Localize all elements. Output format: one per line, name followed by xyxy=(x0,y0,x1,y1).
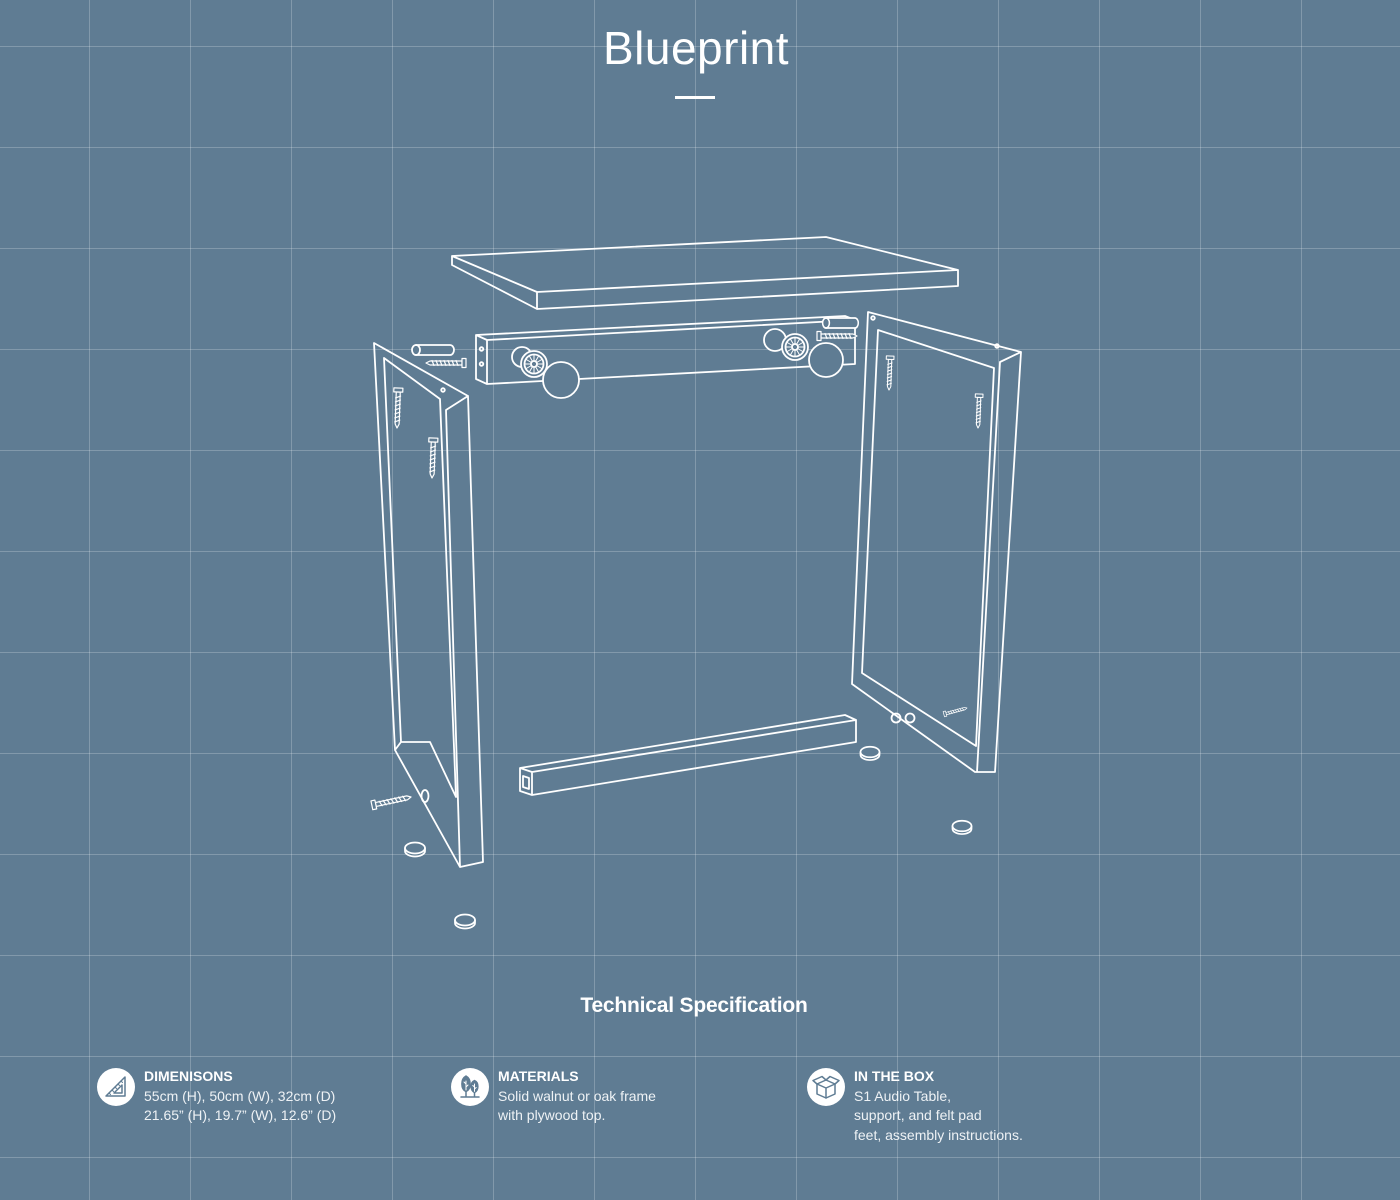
spec-line: Solid walnut or oak frame xyxy=(498,1087,656,1104)
wooden-dowel xyxy=(411,344,455,356)
box-icon xyxy=(807,1068,845,1106)
screw xyxy=(370,791,413,811)
upper-support-rail-outline xyxy=(475,315,856,385)
connector-bolt xyxy=(816,330,858,342)
screw xyxy=(942,704,969,718)
screw xyxy=(884,355,895,391)
cam-ball xyxy=(542,361,580,399)
left-leg-frame-outline xyxy=(373,342,484,868)
frame-hole xyxy=(420,789,430,803)
spec-line: 55cm (H), 50cm (W), 32cm (D) xyxy=(144,1087,336,1104)
spec-title: DIMENISONS xyxy=(144,1068,233,1084)
bottom-rail xyxy=(519,714,857,796)
screw xyxy=(426,436,439,480)
felt-pad xyxy=(951,819,973,835)
trees-icon xyxy=(451,1068,489,1106)
frame-hole xyxy=(890,712,902,724)
cam-housing xyxy=(763,328,787,352)
table-top xyxy=(451,236,959,310)
felt-pad xyxy=(454,913,476,930)
cam-lock-fitting xyxy=(520,350,548,378)
spec-title: MATERIALS xyxy=(498,1068,579,1084)
spec-item-materials: MATERIALS Solid walnut or oak frame with… xyxy=(451,1067,771,1167)
spec-line: 21.65” (H), 19.7” (W), 12.6” (D) xyxy=(144,1107,337,1123)
felt-pad xyxy=(859,745,881,761)
rail-hole xyxy=(478,361,485,367)
spec-heading: Technical Specification xyxy=(580,994,808,1017)
frame-hole xyxy=(994,343,1000,349)
spec-line: feet, assembly instructions. xyxy=(854,1126,1023,1143)
spec-line: with plywood top. xyxy=(498,1107,606,1123)
set-square-icon xyxy=(97,1068,135,1106)
frame-hole xyxy=(904,712,916,724)
right-leg-frame xyxy=(851,311,1022,773)
spec-line: S1 Audio Table, xyxy=(854,1087,952,1104)
spec-title: IN THE BOX xyxy=(854,1068,935,1084)
cam-housing xyxy=(511,346,533,368)
rail-hole xyxy=(478,346,485,352)
frame-hole xyxy=(440,387,446,393)
connector-bolt xyxy=(425,357,467,369)
felt-pad xyxy=(404,841,426,858)
spec-text: DIMENISONS 55cm (H), 50cm (W), 32cm (D) … xyxy=(144,1067,336,1126)
cam-lock-fitting xyxy=(781,333,809,361)
spec-text: IN THE BOX S1 Audio Table, support, and … xyxy=(854,1067,1023,1145)
left-leg-frame xyxy=(370,342,484,868)
cam-ball xyxy=(808,342,844,378)
spec-item-dimensions: DIMENISONS 55cm (H), 50cm (W), 32cm (D) … xyxy=(97,1067,417,1167)
screw xyxy=(391,386,404,430)
frame-hole xyxy=(870,315,876,321)
title-underline xyxy=(675,96,715,99)
spec-item-in-the-box: IN THE BOX S1 Audio Table, support, and … xyxy=(807,1067,1127,1167)
upper-support-rail xyxy=(475,315,856,385)
page-title: Blueprint xyxy=(602,22,790,74)
spec-line: support, and felt pad xyxy=(854,1107,982,1123)
right-leg-frame-outline xyxy=(851,311,1022,773)
screw xyxy=(973,393,984,429)
spec-text: MATERIALS Solid walnut or oak frame with… xyxy=(498,1067,656,1126)
wooden-dowel xyxy=(821,317,860,329)
